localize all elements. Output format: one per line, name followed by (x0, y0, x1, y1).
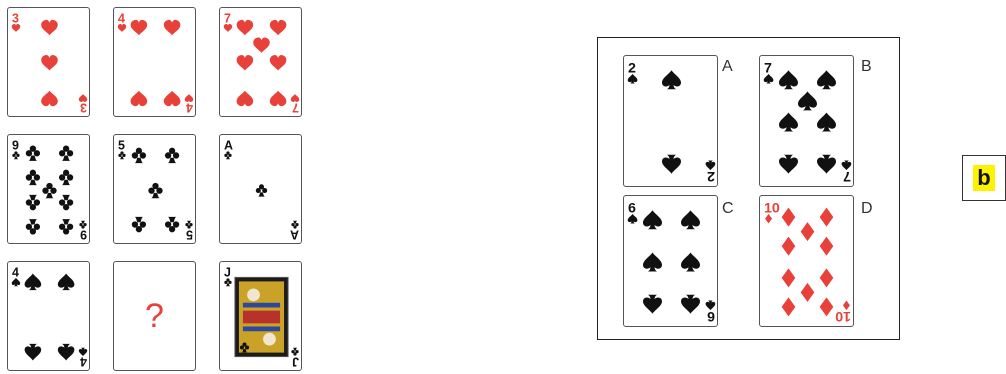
hearts-icon: 33 (8, 8, 90, 117)
card-rank-index: 6 (707, 308, 715, 324)
card-rank-index: 7 (292, 101, 299, 115)
card-rank-index: 10 (764, 200, 780, 216)
card-rank-index: 4 (118, 11, 125, 25)
card-rank-index: 3 (80, 101, 87, 115)
spades-icon: 44 (8, 262, 90, 371)
option-label-a: A (722, 58, 733, 76)
card-rank-index: 6 (628, 200, 636, 216)
card-rank-index: A (224, 138, 233, 152)
answer-tag-text: b (973, 165, 994, 191)
hearts-icon: 44 (114, 8, 196, 117)
option-label-b: B (861, 58, 872, 76)
spades-icon: 66 (624, 196, 718, 327)
card-rank-index: 10 (835, 308, 851, 324)
card-rank-index: 7 (224, 11, 231, 25)
card-rank-index: J (292, 355, 299, 369)
card-rank-index: 4 (12, 265, 19, 279)
option-card-d[interactable]: 10 10 (759, 195, 854, 327)
clubs-icon: 55 (114, 135, 196, 244)
card-rank-index: 5 (118, 138, 125, 152)
option-label-c: C (722, 200, 734, 218)
card-rank-index: 2 (628, 60, 636, 76)
card-rank-index: 7 (764, 60, 772, 76)
card-rank-index: 7 (843, 168, 851, 184)
diamonds-icon: 10 10 (760, 196, 854, 327)
clubs-icon: AA (220, 135, 302, 244)
puzzle-card-missing[interactable]: ? (113, 261, 196, 371)
card-rank-index: 9 (12, 138, 19, 152)
hearts-icon: 77 (220, 8, 302, 117)
answer-tag: b (962, 155, 1006, 201)
card-rank-index: J (224, 265, 231, 279)
card-rank-index: 9 (80, 228, 87, 242)
option-label-d: D (861, 200, 873, 218)
card-rank-index: 3 (12, 11, 19, 25)
spades-icon: 22 (624, 56, 718, 187)
card-rank-index: 5 (186, 228, 193, 242)
question-mark: ? (114, 262, 195, 370)
card-rank-index: 2 (707, 168, 715, 184)
spades-icon: 77 (760, 56, 854, 187)
jack-face-icon: JJ (220, 262, 302, 371)
card-rank-index: 4 (186, 101, 193, 115)
clubs-icon: 99 (8, 135, 90, 244)
card-rank-index: 4 (80, 355, 87, 369)
card-rank-index: A (290, 228, 299, 242)
